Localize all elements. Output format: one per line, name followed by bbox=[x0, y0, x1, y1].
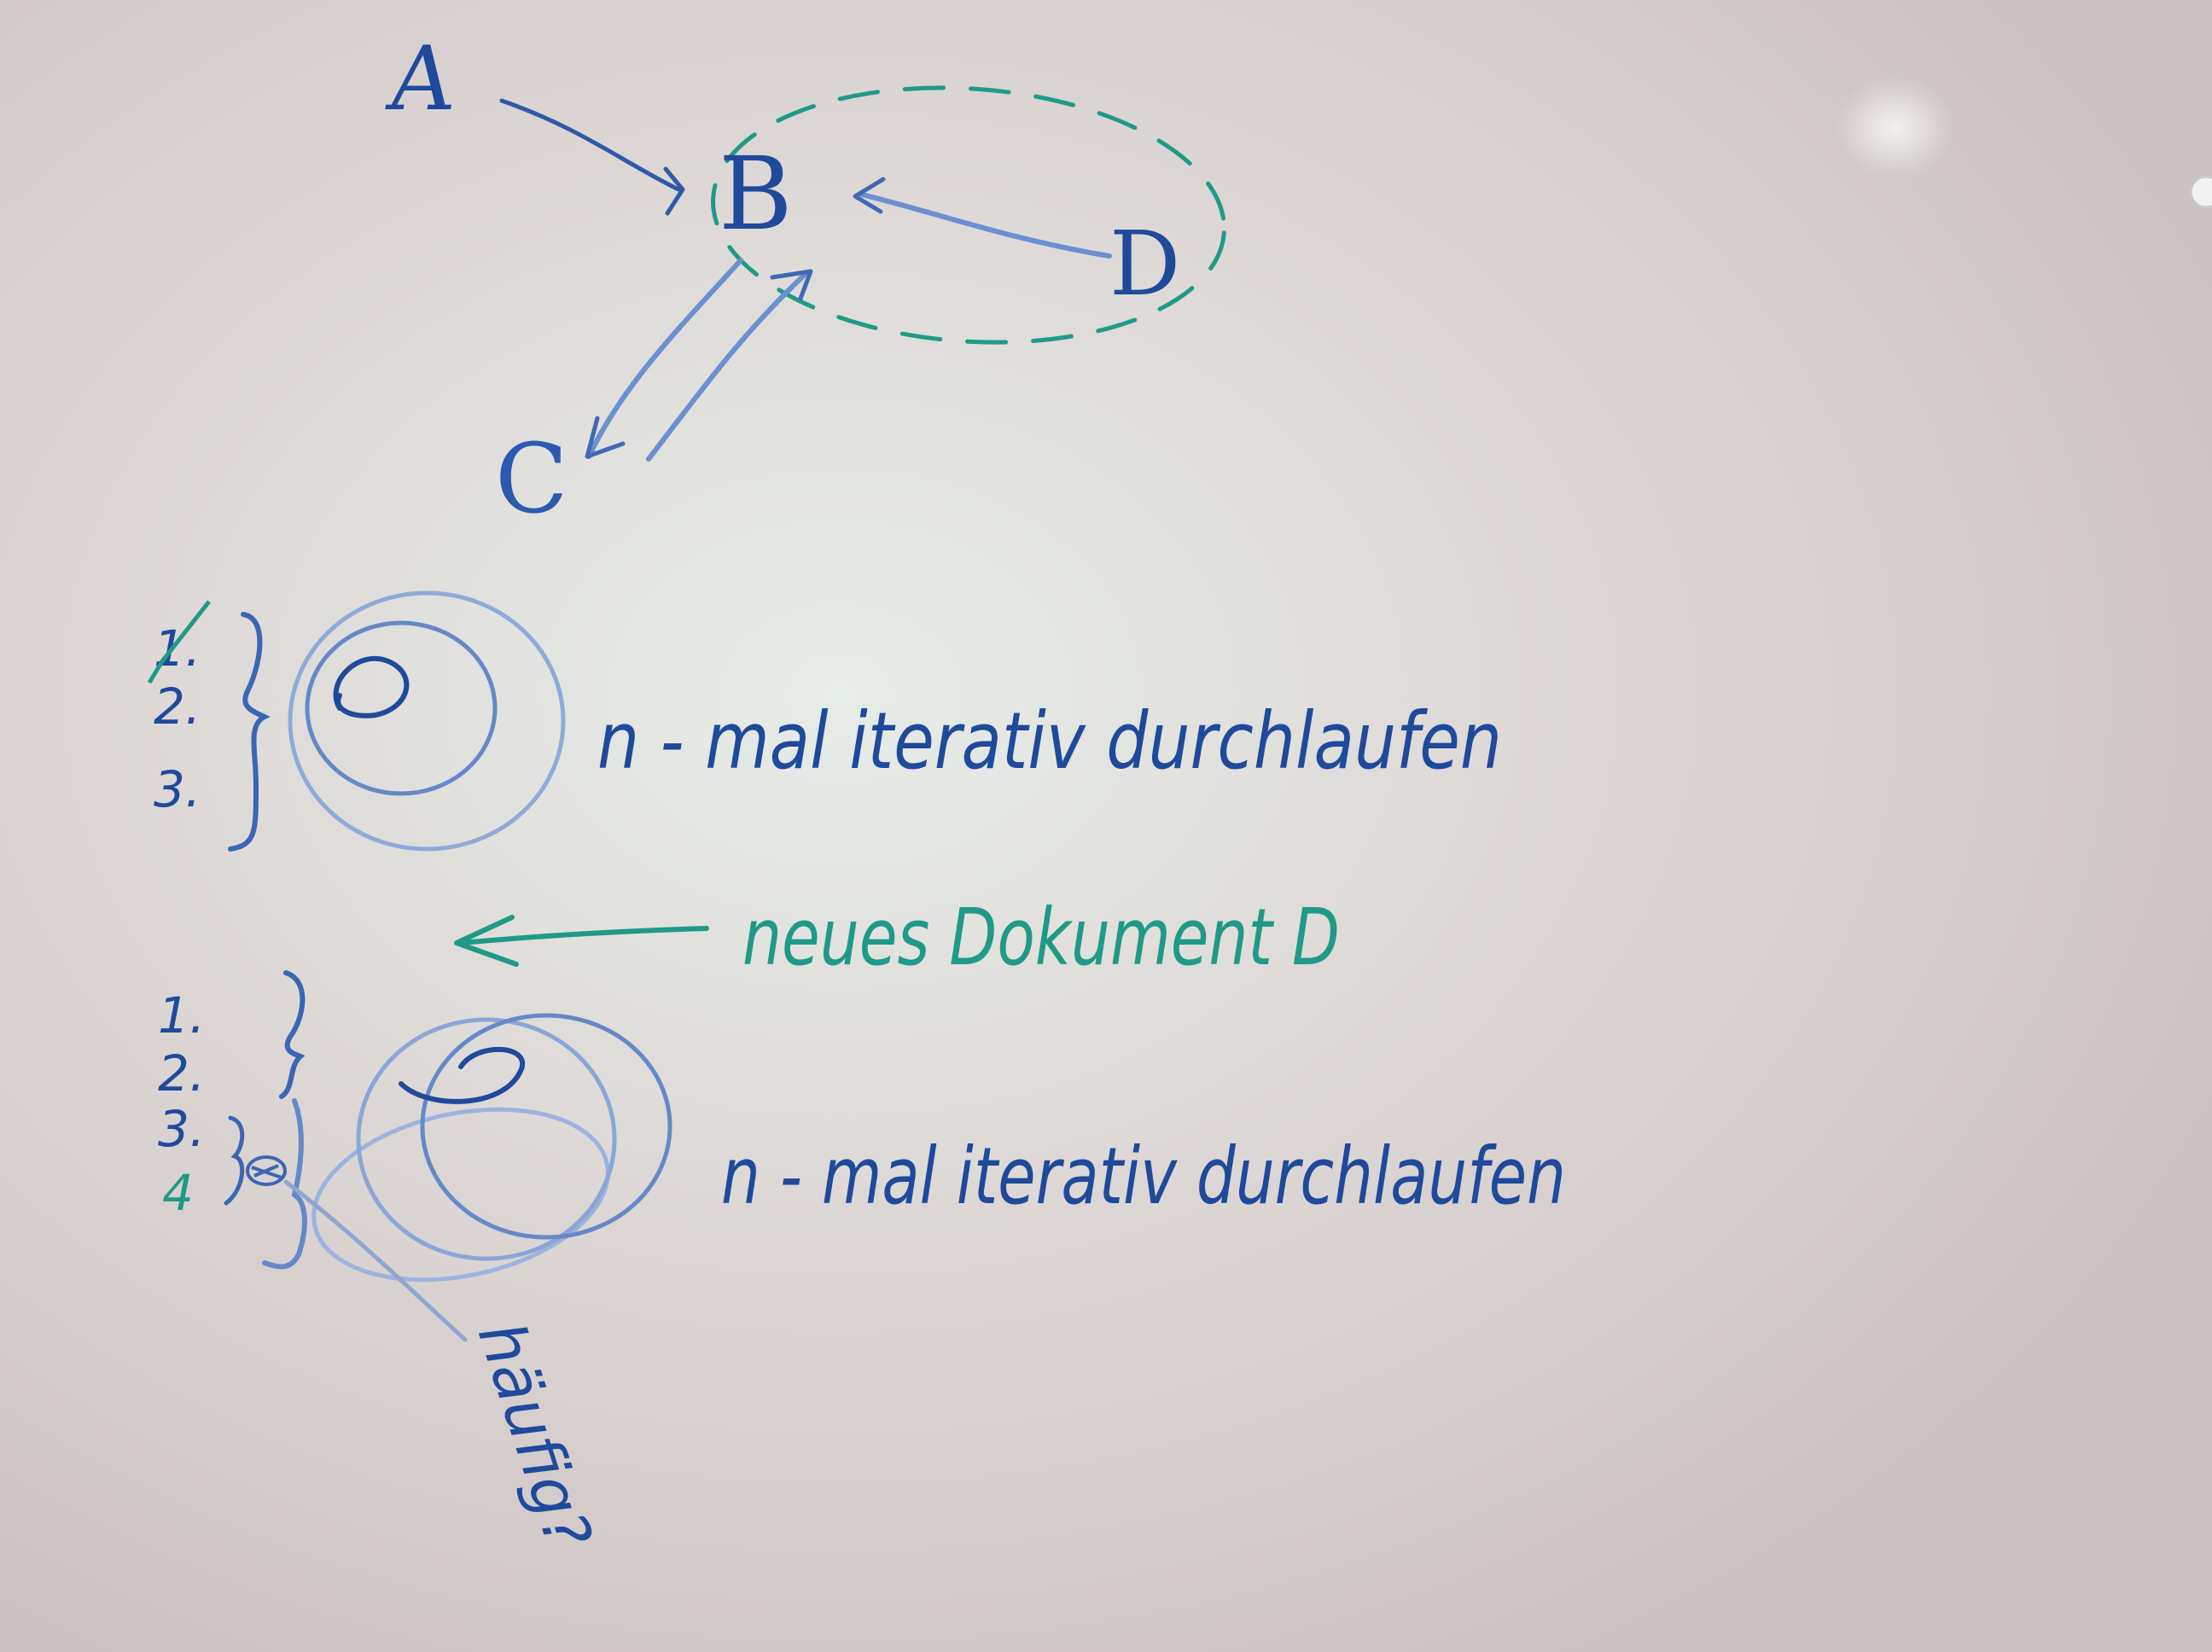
note-1: n - mal iterativ durchlaufen bbox=[597, 695, 1502, 787]
arrow-left-head bbox=[454, 915, 519, 967]
graph-diagram bbox=[499, 85, 1226, 462]
list-2-item-4: 4 bbox=[162, 1164, 194, 1222]
arrow-left-line bbox=[458, 926, 709, 945]
arrowhead-b-from-d bbox=[853, 177, 886, 214]
pointer-line bbox=[283, 1179, 468, 1342]
list-2-item-2: 2. bbox=[158, 1044, 205, 1102]
brace-2-lower bbox=[262, 1098, 307, 1270]
nested-circles-2 bbox=[311, 1013, 672, 1283]
edge-c-to-b bbox=[646, 270, 809, 462]
scribble-mark bbox=[246, 1155, 287, 1186]
list-1-item-1: 1. bbox=[154, 620, 201, 678]
arrowhead-b-from-c bbox=[770, 269, 813, 301]
list-2-item-1: 1. bbox=[158, 986, 205, 1044]
list-1-item-2: 2. bbox=[154, 678, 201, 736]
brace-1 bbox=[228, 612, 271, 852]
edge-b-to-c bbox=[586, 258, 743, 459]
list-1-item-3: 3. bbox=[154, 760, 201, 818]
edge-d-to-b bbox=[859, 192, 1112, 259]
nested-circles-1 bbox=[288, 590, 566, 852]
arrowhead-c-from-b bbox=[585, 416, 626, 459]
node-label-c: C bbox=[495, 424, 568, 535]
new-document-annotation: neues Dokument D bbox=[454, 892, 1340, 983]
brace-2-upper bbox=[279, 970, 306, 1099]
new-document-note: neues Dokument D bbox=[742, 892, 1340, 983]
node-label-a: A bbox=[382, 26, 463, 130]
note-2: n - mal iterativ durchlaufen bbox=[721, 1131, 1566, 1222]
section-1: 1. 2. 3. n - mal iterativ durchlaufen bbox=[147, 590, 1502, 852]
node-label-b: B bbox=[719, 135, 793, 253]
edge-a-to-b bbox=[499, 98, 681, 192]
arrowhead-b-from-a bbox=[663, 166, 685, 216]
green-tick-mark bbox=[147, 600, 211, 684]
board-magnet bbox=[2189, 175, 2212, 209]
group-ellipse-b-d bbox=[711, 85, 1226, 345]
light-reflection bbox=[1835, 77, 1954, 179]
brace-2-small bbox=[224, 1115, 245, 1206]
node-label-d: D bbox=[1109, 212, 1180, 316]
list-2-item-3: 3. bbox=[158, 1100, 205, 1158]
